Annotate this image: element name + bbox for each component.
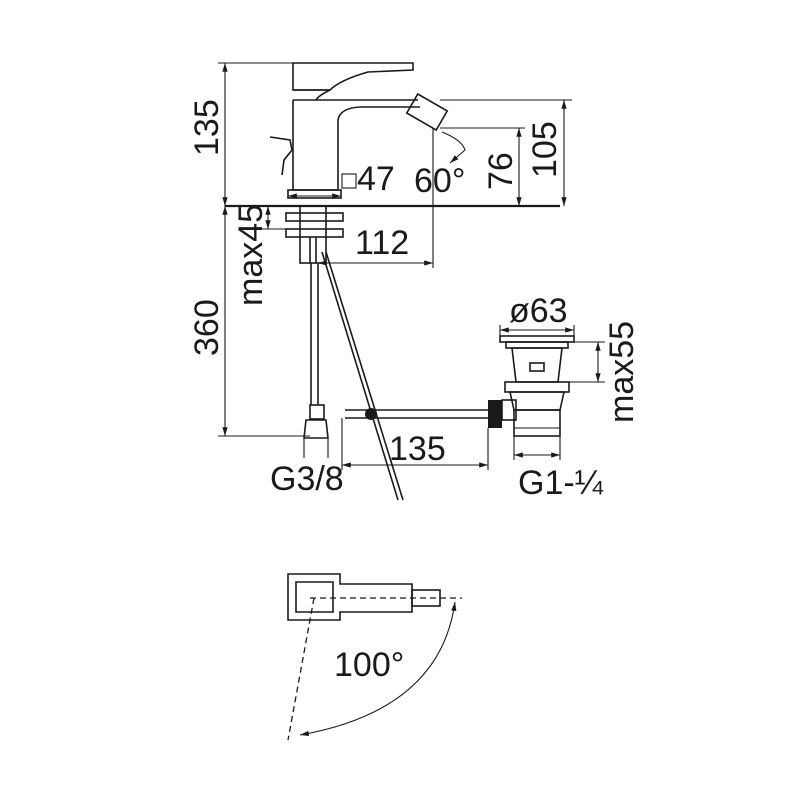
faucet-body (269, 62, 449, 199)
dimension-lines (218, 62, 605, 470)
deck-thickness-label: max45 (232, 204, 270, 306)
projection-label: 112 (355, 224, 409, 262)
top-view (287, 573, 462, 741)
spray-angle-label: 60° (414, 162, 465, 200)
pipe-length-label: 360 (188, 299, 226, 356)
total-height-label: 135 (188, 99, 226, 156)
spout-height-label: 105 (526, 121, 564, 178)
rod-length-label: 135 (389, 430, 446, 468)
rotation-angle-label: 100° (334, 646, 404, 684)
waste-thread-label: G1-¼ (518, 464, 604, 502)
dimension-labels: 135 105 76 60° 47 max45 112 360 G3/8 135… (188, 99, 641, 684)
waste-assembly (345, 335, 575, 437)
waste-thickness-label: max55 (603, 321, 641, 423)
inlet-thread-label: G3/8 (270, 460, 344, 498)
waste-diameter-label: ø63 (509, 292, 568, 330)
outlet-height-label: 76 (482, 152, 520, 190)
hole-diameter-label: 47 (357, 160, 395, 198)
mounting-assembly (225, 204, 560, 501)
